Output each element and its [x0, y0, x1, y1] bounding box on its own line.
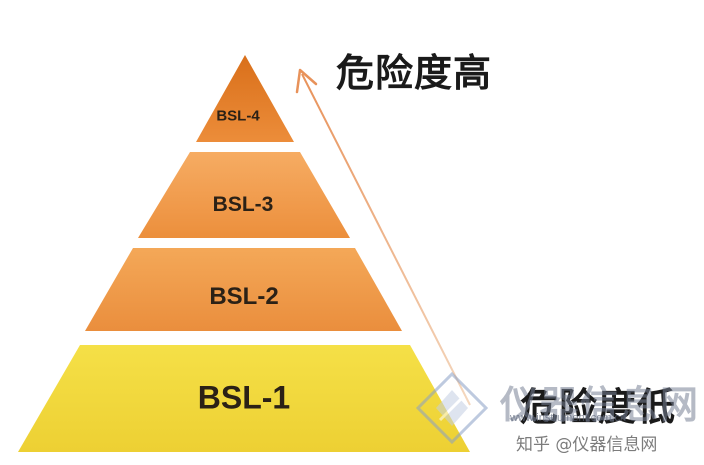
- level-label-bsl3: BSL-3: [212, 193, 274, 216]
- low-risk-label: 危险度低: [520, 385, 677, 429]
- high-risk-label: 危险度高: [336, 51, 493, 95]
- pyramid-level-bsl1: [18, 345, 470, 452]
- watermark-url: www.instrument.com.cn: [510, 412, 627, 424]
- risk-arrow-head: [295, 68, 318, 94]
- watermark-credit: 知乎 @仪器信息网: [516, 435, 658, 455]
- pyramid-level-bsl3: [138, 152, 350, 238]
- level-label-bsl1: BSL-1: [197, 379, 291, 416]
- level-label-bsl4: BSL-4: [216, 107, 260, 125]
- pyramid-level-bsl4: [196, 55, 294, 142]
- watermark-text: 仪器信息网: [500, 383, 701, 427]
- level-label-bsl2: BSL-2: [209, 283, 279, 310]
- pyramid-level-bsl2: [85, 248, 402, 331]
- risk-arrow-line: [301, 73, 471, 406]
- watermark-logo-icon: [415, 371, 489, 445]
